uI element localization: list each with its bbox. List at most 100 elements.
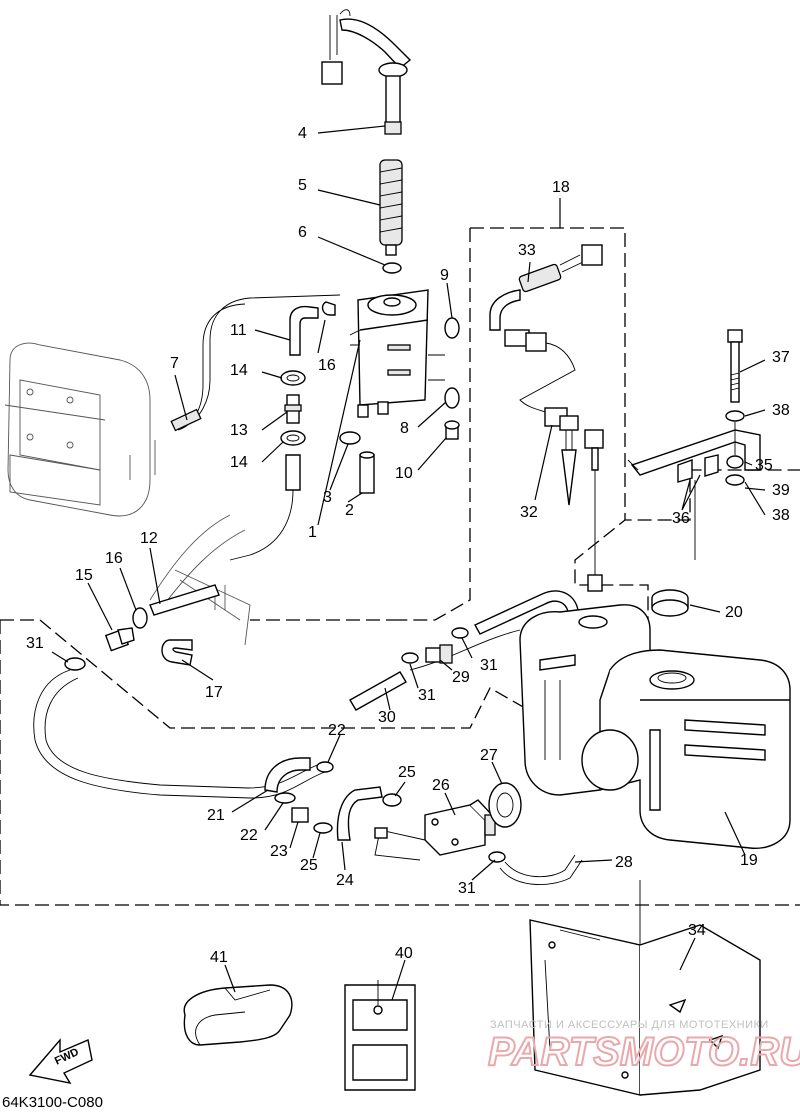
callout-1: 1 xyxy=(308,524,317,541)
callout-38-lower: 38 xyxy=(772,507,790,524)
clip-22-upper xyxy=(316,761,334,773)
hose-21 xyxy=(264,757,311,793)
clip-16-lower xyxy=(132,607,148,629)
callout-6: 6 xyxy=(298,224,307,241)
hose-7 xyxy=(170,408,202,432)
callout-4: 4 xyxy=(298,125,307,142)
bushing-2 xyxy=(359,451,375,494)
grommet-9 xyxy=(444,317,460,339)
clip-14-lower xyxy=(280,430,306,446)
callout-9: 9 xyxy=(440,267,449,284)
fwd-arrow-icon: FWD xyxy=(28,1038,93,1084)
callout-12: 12 xyxy=(140,530,158,547)
callout-31-lower: 31 xyxy=(458,880,476,897)
callout-33: 33 xyxy=(518,242,536,259)
hose-28 xyxy=(499,854,583,886)
oil-tank xyxy=(519,604,791,849)
sub-tank xyxy=(349,289,445,418)
o-ring-6 xyxy=(382,262,402,274)
clamp-17 xyxy=(161,639,193,666)
callout-19: 19 xyxy=(740,852,758,869)
hose-11 xyxy=(289,305,319,356)
callout-36: 36 xyxy=(672,510,690,527)
callout-16-lower: 16 xyxy=(105,550,123,567)
watermark-logo: PARTSMOTO.RU xyxy=(488,1030,800,1074)
callout-30: 30 xyxy=(378,709,396,726)
clip-31-upper xyxy=(451,627,469,639)
callout-31-left: 31 xyxy=(26,635,44,652)
callout-27: 27 xyxy=(480,747,498,764)
callout-37: 37 xyxy=(772,349,790,366)
hose-24 xyxy=(336,786,383,841)
joint-13 xyxy=(284,394,302,424)
callout-40: 40 xyxy=(395,945,413,962)
diagram-code: 64K3100-C080 xyxy=(2,1094,103,1111)
clip-31-mid xyxy=(401,652,419,664)
pump-gear-27 xyxy=(488,782,522,828)
callout-17: 17 xyxy=(205,684,223,701)
watermark-text: ЗАПЧАСТИ И АКСЕССУАРЫ ДЛЯ МОТОТЕХНИКИ xyxy=(490,1019,769,1031)
clip-31-left xyxy=(64,657,86,671)
callout-8: 8 xyxy=(400,420,409,437)
boundary-sensor-group xyxy=(470,227,626,520)
callout-24: 24 xyxy=(336,872,354,889)
level-sensor xyxy=(321,9,412,135)
bolt-10 xyxy=(444,420,460,440)
callout-34: 34 xyxy=(688,922,706,939)
fitting-29 xyxy=(425,644,453,664)
callout-22-lower: 22 xyxy=(240,827,258,844)
callout-25-upper: 25 xyxy=(398,764,416,781)
label-40 xyxy=(344,980,416,1091)
bracket-35 xyxy=(627,429,761,483)
callout-14-upper: 14 xyxy=(230,362,248,379)
callout-14-lower: 14 xyxy=(230,454,248,471)
clip-3 xyxy=(339,431,361,445)
callout-10: 10 xyxy=(395,465,413,482)
frame-outline xyxy=(149,514,251,646)
callout-26: 26 xyxy=(432,777,450,794)
callout-41: 41 xyxy=(210,949,228,966)
callout-21: 21 xyxy=(207,807,225,824)
callout-25-lower: 25 xyxy=(300,857,318,874)
sensor-32 xyxy=(544,407,604,592)
callout-11: 11 xyxy=(230,322,247,339)
callout-38-upper: 38 xyxy=(772,402,790,419)
grommet-8 xyxy=(444,387,460,409)
callout-16-upper: 16 xyxy=(318,357,336,374)
callout-18: 18 xyxy=(552,179,570,196)
clip-31-lower xyxy=(488,851,506,863)
callout-32: 32 xyxy=(520,504,538,521)
tank-cap xyxy=(651,589,689,617)
callout-20: 20 xyxy=(725,604,743,621)
band-41 xyxy=(183,984,293,1046)
callout-labels: 4 5 6 9 11 16 7 14 13 14 8 10 3 2 1 12 1… xyxy=(26,125,790,966)
clip-14-upper xyxy=(280,370,306,386)
callout-31-mid: 31 xyxy=(418,687,436,704)
leader-lines xyxy=(51,125,766,1001)
oil-pump xyxy=(374,799,496,861)
boundary-sensor-group-left xyxy=(400,228,471,621)
washer-38-upper xyxy=(725,410,745,422)
hose-lower-left xyxy=(33,669,331,799)
callout-31-upper: 31 xyxy=(480,657,498,674)
bolt-37 xyxy=(727,329,743,403)
washer-38-lower xyxy=(725,474,745,486)
sensor-harness xyxy=(489,244,603,416)
fitting-23 xyxy=(291,807,309,823)
callout-22-upper: 22 xyxy=(328,722,346,739)
clip-22-lower xyxy=(274,792,296,804)
hose-vertical xyxy=(285,454,301,491)
callout-15: 15 xyxy=(75,567,93,584)
callout-13: 13 xyxy=(230,422,248,439)
engine-cowling-outline xyxy=(4,342,156,517)
callout-2: 2 xyxy=(345,502,354,519)
bracket-34 xyxy=(529,919,761,1096)
hose-12 xyxy=(149,584,220,616)
clip-25-lower xyxy=(313,822,333,834)
callout-7: 7 xyxy=(170,355,179,372)
nut-39 xyxy=(726,455,744,469)
callout-3: 3 xyxy=(323,489,332,506)
callout-23: 23 xyxy=(270,843,288,860)
clip-25-upper xyxy=(382,793,402,807)
